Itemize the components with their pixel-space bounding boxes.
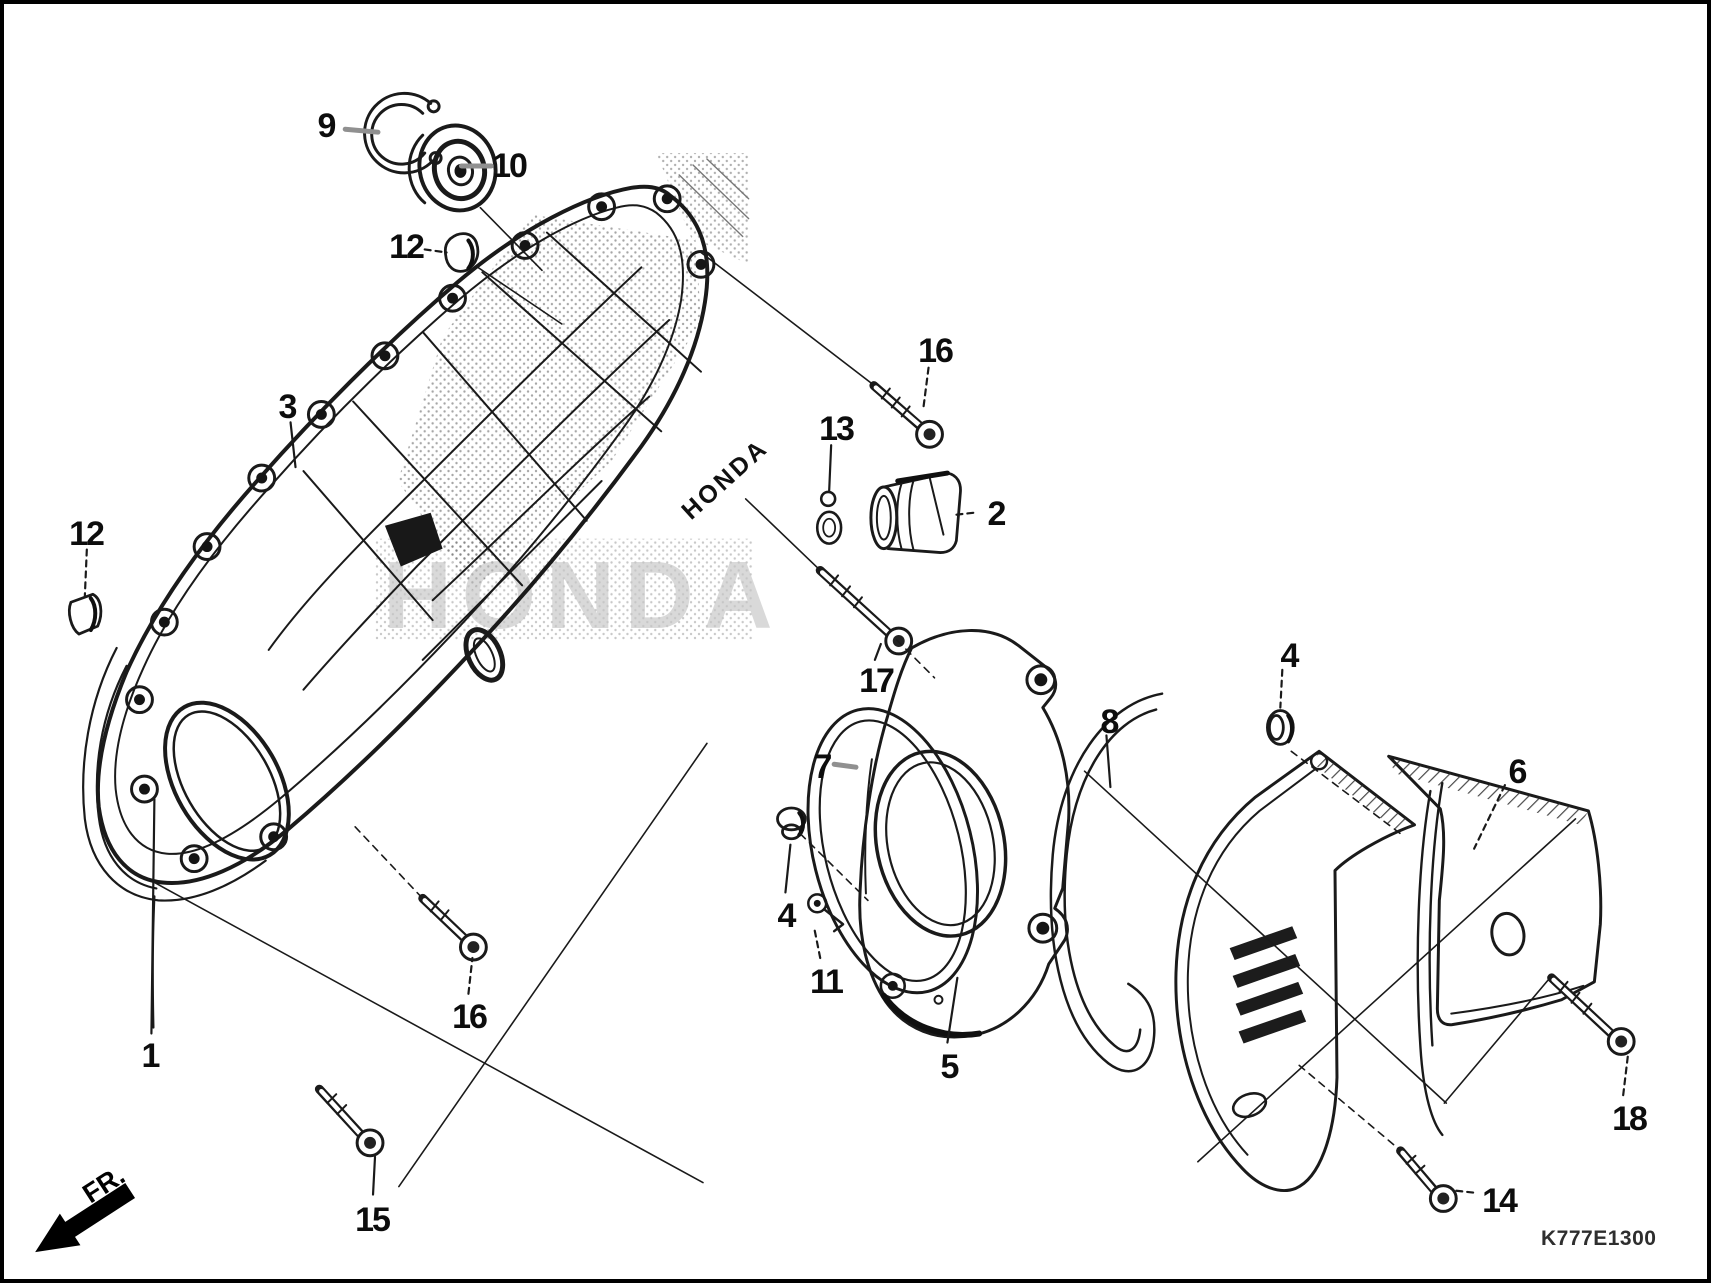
rubber-plug-lower-part: [67, 592, 103, 636]
callout-9: 9: [317, 107, 337, 145]
leader-12-lower: [83, 548, 88, 598]
callout-12-upper: 12: [389, 228, 425, 266]
callout-1: 1: [141, 1037, 161, 1075]
exploded-diagram-art: HONDA: [35, 91, 1636, 1253]
callout-10: 10: [492, 147, 528, 185]
leader-11: [813, 927, 822, 960]
clip-part: [807, 893, 845, 933]
crankcase-cover-part: HONDA: [95, 153, 782, 885]
grommet-left-part: [776, 806, 807, 841]
grommet-right-part: [1266, 709, 1295, 746]
alignment-lines: [153, 206, 1577, 1188]
leader-14: [1453, 1189, 1475, 1194]
leader-7: [831, 761, 859, 770]
cover-gasket-ring-part: [806, 707, 980, 995]
callout-5: 5: [940, 1048, 960, 1086]
leader-lines: [83, 126, 1630, 1196]
callout-13: 13: [819, 410, 855, 448]
diagram-code: K777E1300: [1541, 1227, 1657, 1250]
callout-7: 7: [813, 748, 833, 786]
cover-bolt-bosses: [125, 184, 716, 874]
outer-cover-plate-part: [1387, 754, 1603, 1137]
callout-4-left: 4: [777, 897, 797, 935]
air-duct-part: [869, 470, 962, 554]
flange-bolt-outer-part: [1547, 973, 1636, 1056]
leader-3: [289, 421, 297, 469]
leader-4-left: [784, 843, 792, 894]
leader-16-lower: [467, 956, 474, 995]
inner-cover-part: [858, 629, 1071, 1039]
leader-18: [1622, 1052, 1630, 1097]
rubber-seal-part: [1049, 692, 1164, 1073]
callout-15: 15: [355, 1201, 391, 1239]
callout-6: 6: [1508, 753, 1528, 791]
honda-watermark: HONDA: [383, 543, 782, 649]
callout-4-right: 4: [1280, 637, 1300, 675]
leader-2: [954, 511, 975, 516]
callout-18: 18: [1612, 1100, 1648, 1138]
callout-12-lower: 12: [69, 515, 105, 553]
leader-17: [873, 642, 882, 661]
leader-8: [1105, 734, 1112, 789]
rubber-plug-upper-part: [443, 232, 480, 273]
callout-16-upper: 16: [918, 332, 954, 370]
fr-direction-arrow: [35, 1182, 136, 1253]
flange-bolt-upper-part: [869, 381, 944, 449]
callout-17: 17: [859, 662, 895, 700]
leader-5: [946, 976, 959, 1044]
leader-13: [828, 444, 833, 493]
flange-bolt-front-part: [314, 1084, 385, 1158]
bearing-part: [407, 123, 498, 213]
callout-3: 3: [278, 388, 298, 426]
leader-16-upper: [922, 366, 930, 408]
callout-2: 2: [987, 495, 1007, 533]
leader-15: [371, 1155, 377, 1196]
leader-4-right: [1279, 668, 1284, 709]
leader-6: [1473, 784, 1507, 850]
leader-1: [150, 797, 156, 1035]
flange-bolt-lower-part: [418, 893, 488, 962]
callout-16-lower: 16: [452, 998, 488, 1036]
callout-11: 11: [810, 963, 844, 1001]
leader-12-upper: [423, 248, 448, 254]
callout-8: 8: [1100, 703, 1120, 741]
collar-part: [815, 490, 843, 545]
callout-14: 14: [1482, 1182, 1518, 1220]
louver-cover-part: [1174, 749, 1416, 1192]
cover-gasket-part: [82, 646, 267, 1029]
leader-9: [342, 126, 381, 135]
flange-bolt-right-part: [1396, 1146, 1458, 1213]
